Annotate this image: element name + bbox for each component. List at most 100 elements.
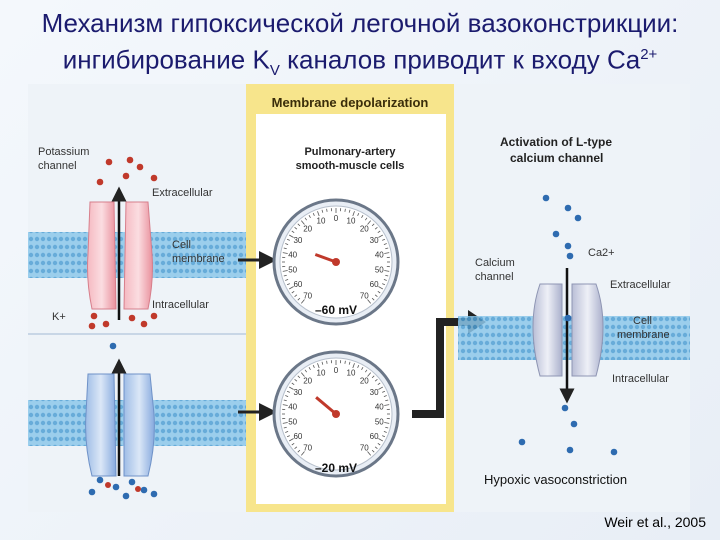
gauge-tick-mark — [377, 442, 381, 446]
gauge-tick-mark — [344, 360, 346, 364]
gauge-tick-label: 40 — [375, 250, 384, 259]
middle-subtitle-1: Pulmonary-artery — [304, 146, 396, 158]
gauge-tick-mark — [385, 399, 389, 402]
gauge-tick-mark — [383, 243, 387, 245]
calcium-channel-label-2: channel — [475, 271, 514, 283]
gauge-tick-mark — [289, 286, 294, 290]
gauge-tick-mark — [383, 431, 387, 433]
gauge-tick-mark — [321, 361, 324, 365]
middle-header: Membrane depolarization — [272, 95, 429, 110]
potassium-channel-label-1: Potassium — [38, 146, 89, 158]
right-cell-membrane-label-1: Cell — [633, 315, 652, 327]
potassium-channel-right-half — [123, 201, 153, 310]
gauge-tick-label: 70 — [303, 292, 312, 301]
gauge-tick-label: 40 — [288, 402, 297, 411]
k-ion-label: K+ — [52, 311, 66, 323]
gauge-tick-mark — [294, 294, 298, 298]
gauge-tick-label: 10 — [347, 369, 356, 378]
gauge-tick-mark — [304, 369, 308, 373]
gauge-tick-mark — [282, 270, 288, 272]
gauge-tick-mark — [374, 294, 378, 298]
gauge-tick-mark — [312, 364, 315, 368]
gauge-tick-mark — [348, 361, 351, 365]
flow-arrow-to-calcium — [412, 318, 470, 418]
closed-channel-left-half — [85, 373, 117, 477]
title-sup-2plus: 2+ — [640, 46, 658, 63]
gauge-tick-mark — [289, 234, 294, 238]
gauge-tick-label: 60 — [293, 432, 302, 441]
potassium-channel-left-half — [87, 201, 117, 310]
title-part-2: каналов приводит к входу Ca — [279, 44, 641, 75]
gauge-tick-mark — [304, 217, 308, 221]
gauge-tick-mark — [352, 211, 355, 217]
gauge-tick-label: 0 — [334, 214, 339, 223]
gauge-tick-label: 30 — [293, 388, 302, 397]
gauge-tick-mark — [374, 226, 378, 230]
left-intracellular-label: Intracellular — [152, 299, 209, 311]
gauge-tick-label: 10 — [317, 369, 326, 378]
left-extracellular-label: Extracellular — [152, 187, 213, 199]
gauge-tick-mark — [377, 290, 381, 294]
title-line-2: ингибирование KV каналов приводит к вход… — [0, 39, 720, 86]
gauge-tick-mark — [361, 367, 364, 370]
gauge-tick-mark — [308, 215, 311, 218]
gauge-tick-mark — [326, 208, 328, 212]
gauge-tick-mark — [297, 449, 301, 453]
gauge-tick-mark — [282, 404, 288, 406]
gauge-tick-mark — [378, 438, 383, 442]
ions-bottom — [88, 342, 158, 500]
gauge-tick-mark — [361, 215, 364, 218]
gauge-tick-mark — [283, 426, 287, 429]
gauge-tick-mark — [285, 395, 289, 397]
gauge-tick-mark — [294, 378, 298, 382]
gauge-tick-mark — [300, 372, 305, 377]
gauge-bottom-needle — [315, 396, 337, 416]
middle-subtitle-2: smooth-muscle cells — [296, 160, 405, 172]
gauge-tick-mark — [300, 220, 305, 225]
right-intracellular-label: Intracellular — [612, 373, 669, 385]
gauge-tick-mark — [385, 426, 389, 429]
right-header-1: Activation of L-type — [500, 135, 612, 149]
gauge-tick-mark — [297, 223, 301, 227]
title-part-1: ингибирование K — [62, 44, 270, 75]
gauge-tick-mark — [377, 382, 381, 386]
gauge-tick-label: 30 — [293, 236, 302, 245]
gauge-tick-mark — [289, 438, 294, 442]
gauge-tick-mark — [374, 378, 378, 382]
gauge-tick-label: 30 — [370, 236, 379, 245]
gauge-tick-label: 60 — [293, 280, 302, 289]
k-ions-bottom — [105, 482, 141, 492]
calcium-channel-right-half — [571, 283, 604, 377]
left-cell-membrane-label-1: Cell — [172, 239, 191, 251]
gauge-tick-mark — [364, 369, 368, 373]
closed-channel-right-half — [123, 373, 155, 477]
gauge-tick-mark — [317, 211, 320, 217]
k-ions-top — [88, 156, 158, 330]
gauge-tick-label: 0 — [334, 366, 339, 375]
gauge-tick-mark — [384, 404, 390, 406]
gauge-tick-mark — [371, 297, 375, 301]
gauge-tick-label: 10 — [317, 217, 326, 226]
gauge-tick-mark — [382, 390, 386, 393]
gauge-tick-mark — [357, 364, 360, 368]
title-sub-v: V — [269, 61, 280, 79]
citation: Weir et al., 2005 — [604, 514, 706, 530]
gauge-tick-mark — [300, 451, 305, 456]
gauge-tick-mark — [348, 209, 351, 213]
gauge-tick-label: 70 — [303, 444, 312, 453]
gauge-tick-mark — [282, 252, 288, 254]
gauge-tick-label: 30 — [370, 388, 379, 397]
gauge-tick-mark — [344, 208, 346, 212]
gauge-tick-mark — [384, 422, 390, 424]
potassium-channel-label-2: channel — [38, 160, 77, 172]
gauge-tick-mark — [385, 274, 389, 277]
gauge-tick-label: 40 — [288, 250, 297, 259]
left-cell-membrane-label-2: membrane — [172, 253, 225, 265]
gauge-tick-mark — [371, 375, 375, 379]
gauge-tick-mark — [282, 422, 288, 424]
gauge-tick-mark — [297, 297, 301, 301]
gauge-tick-mark — [286, 435, 290, 438]
